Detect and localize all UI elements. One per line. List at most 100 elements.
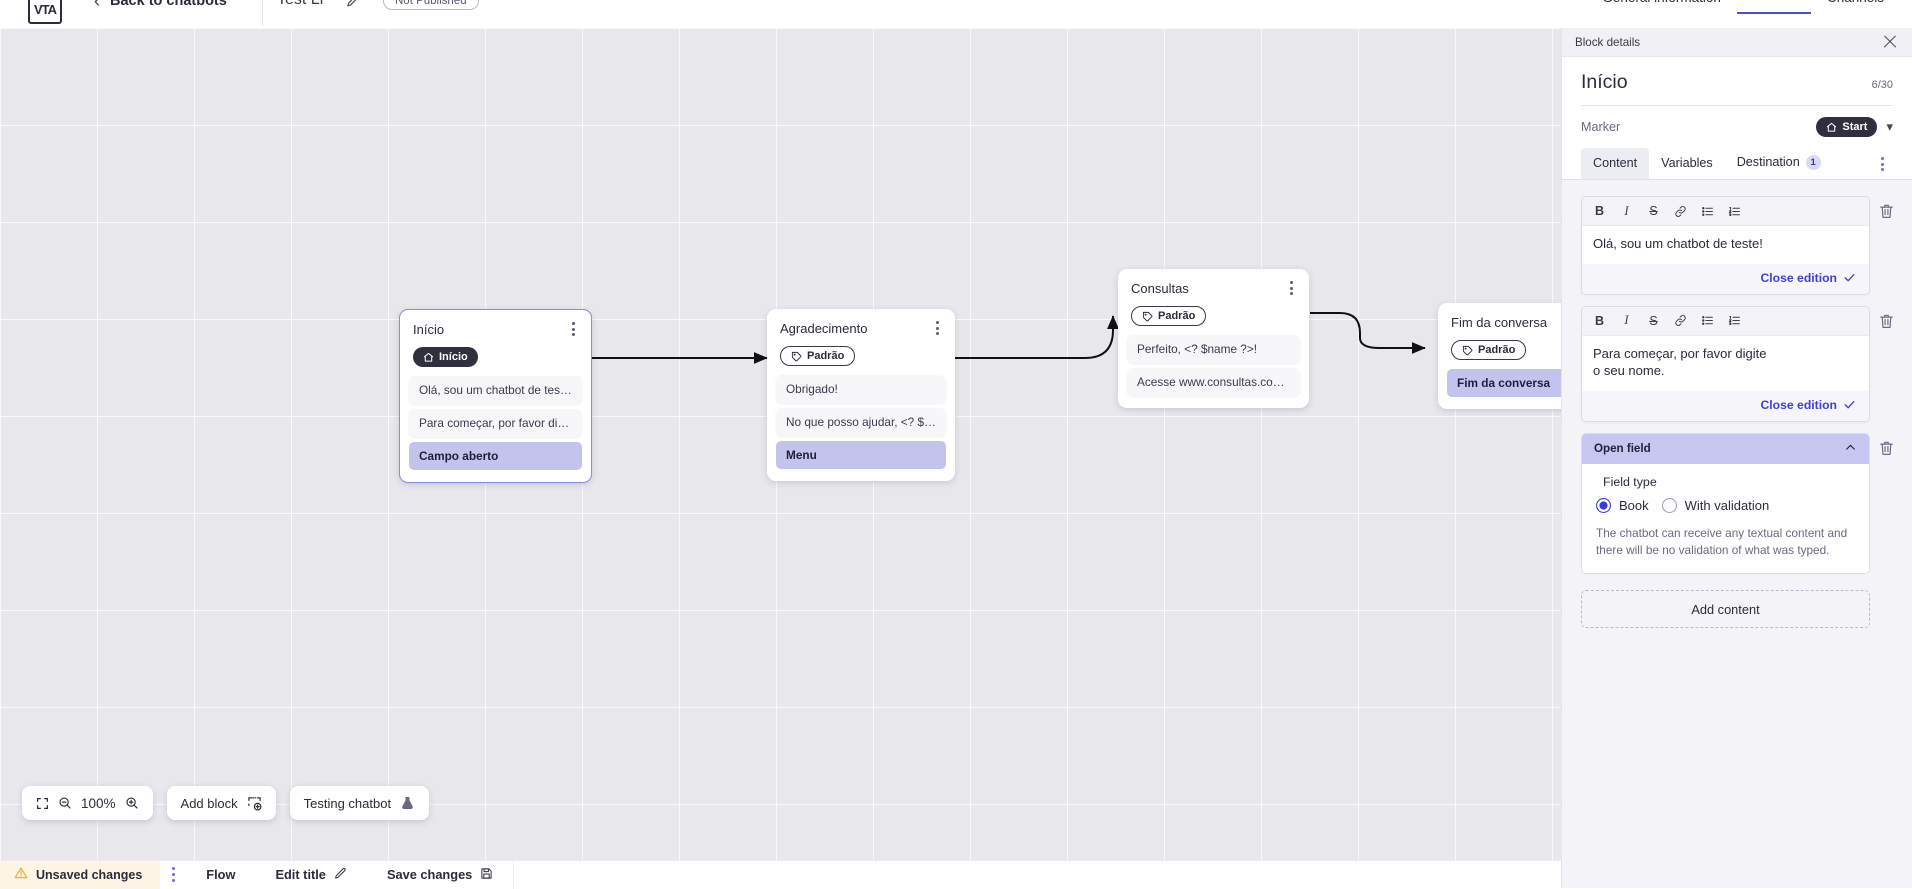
radio-indicator[interactable] [1662,498,1677,513]
bold-icon[interactable]: B [1586,310,1613,332]
save-changes-label: Save changes [387,867,472,882]
testing-chatbot-label: Testing chatbot [304,796,391,811]
block-tag-start: Início [413,347,478,367]
open-field-title: Open field [1594,442,1651,455]
rich-text-editor[interactable]: B I S Para começar, por favor digite o s… [1581,306,1870,422]
close-edition-button[interactable]: Close edition [1582,391,1869,421]
block-row[interactable]: Perfeito, <? $name ?>! [1127,335,1300,363]
add-block-button[interactable]: Add block [167,786,276,820]
flow-block-fim-da-conversa[interactable]: Fim da conversa Padrão Fim da conversa [1438,303,1561,409]
block-menu-kebab-icon[interactable] [565,320,581,338]
editor-text[interactable]: Olá, sou um chatbot de teste! [1582,226,1869,264]
numbered-list-icon[interactable] [1721,200,1748,222]
editor-toolbar: B I S [1582,197,1869,226]
block-row[interactable]: Olá, sou um chatbot de teste! [409,376,582,404]
chevron-up-icon[interactable] [1844,441,1857,457]
flow-block-consultas[interactable]: Consultas Padrão Perfeito, <? $name ?>! … [1118,269,1309,408]
marker-value: Start [1842,121,1867,133]
block-tag-default: Padrão [780,346,855,366]
rich-text-editor[interactable]: B I S Olá, sou um chatbot de teste! Clos… [1581,196,1870,295]
back-to-chatbots-link[interactable]: Back to chatbots [110,0,227,14]
tab-channels[interactable]: Channels [1811,0,1900,14]
destination-count-badge: 1 [1806,155,1821,170]
block-title: Consultas [1131,281,1189,296]
italic-icon[interactable]: I [1613,310,1640,332]
canvas-toolbar: 100% Add block Testing chatbot [22,786,429,820]
numbered-list-icon[interactable] [1721,310,1748,332]
edit-title-label: Edit title [275,867,325,882]
delete-content-icon[interactable] [1878,439,1896,459]
block-row[interactable]: Para começar, por favor digite o ... [409,409,582,437]
back-chevron-icon[interactable]: ‹ [88,0,106,14]
testing-chatbot-button[interactable]: Testing chatbot [290,786,429,820]
edit-title-button[interactable]: Edit title [255,867,366,883]
bullet-list-icon[interactable] [1694,310,1721,332]
edit-title-pencil-icon[interactable] [342,0,364,12]
radio-label: With validation [1685,498,1770,513]
add-content-button[interactable]: Add content [1581,590,1870,628]
open-field-header[interactable]: Open field [1582,434,1869,464]
block-row[interactable]: Obrigado! [776,375,946,403]
app-header: VTA ‹ Back to chatbots Test Li Not Publi… [0,0,1912,28]
link-icon[interactable] [1667,200,1694,222]
pencil-icon [334,867,347,883]
italic-icon[interactable]: I [1613,200,1640,222]
delete-content-icon[interactable] [1878,312,1896,332]
strikethrough-icon[interactable]: S [1640,310,1667,332]
open-field-card: Open field Field type Book Wi [1581,433,1870,574]
zoom-out-icon[interactable] [58,796,72,810]
radio-indicator-selected[interactable] [1596,498,1611,513]
status-bar-kebab-icon[interactable] [160,861,186,889]
panel-tabs-kebab-icon[interactable] [1871,149,1893,179]
strikethrough-icon[interactable]: S [1640,200,1667,222]
close-edition-label: Close edition [1760,398,1837,412]
tab-general-information[interactable]: General information [1586,0,1737,14]
radio-option-with-validation[interactable]: With validation [1662,498,1770,513]
tab-content[interactable]: Content [1581,148,1649,179]
block-menu-kebab-icon[interactable] [929,319,945,337]
app-logo[interactable]: VTA [28,0,62,24]
block-row[interactable]: Acesse www.consultas.com par... [1127,368,1300,396]
marker-control: Start ▾ [1816,117,1893,137]
home-icon [423,352,434,363]
block-header: Início [400,310,591,339]
close-edition-label: Close edition [1760,271,1837,285]
tab-variables[interactable]: Variables [1649,148,1725,179]
delete-content-icon[interactable] [1878,202,1896,222]
fit-screen-icon[interactable] [36,797,49,810]
block-menu-kebab-icon[interactable] [1283,279,1299,297]
save-changes-button[interactable]: Save changes [367,867,513,883]
block-row[interactable]: Menu [776,441,946,469]
block-row[interactable]: Campo aberto [409,442,582,470]
unsaved-changes-indicator: Unsaved changes [0,861,160,889]
flow-block-inicio[interactable]: Início Início Olá, sou um chatbot de tes… [399,309,592,483]
block-tag-label: Padrão [1478,344,1515,356]
flow-block-agradecimento[interactable]: Agradecimento Padrão Obrigado! No que po… [767,309,955,481]
close-edition-button[interactable]: Close edition [1582,264,1869,294]
block-row[interactable]: No que posso ajudar, <? $name ... [776,408,946,436]
zoom-level: 100% [81,796,116,811]
header-tabs: General information Builder Channels [1586,0,1900,14]
block-tag-label: Início [439,351,468,363]
flow-button[interactable]: Flow [186,867,255,882]
zoom-in-icon[interactable] [125,796,139,810]
radio-label: Book [1619,498,1649,513]
link-icon[interactable] [1667,310,1694,332]
tab-builder[interactable]: Builder [1737,0,1811,14]
chevron-down-icon[interactable]: ▾ [1886,119,1893,135]
tag-icon [1142,311,1153,322]
add-block-label: Add block [181,796,238,811]
marker-badge[interactable]: Start [1816,117,1877,137]
bold-icon[interactable]: B [1586,200,1613,222]
block-row[interactable]: Fim da conversa [1447,369,1561,397]
tag-icon [1462,345,1473,356]
radio-option-book[interactable]: Book [1596,498,1649,513]
block-name-row: Início 6/30 [1581,71,1893,94]
block-details-panel: Block details Início 6/30 Marker Start ▾… [1561,28,1912,888]
flow-canvas[interactable]: Início Início Olá, sou um chatbot de tes… [0,28,1561,860]
panel-content: B I S Olá, sou um chatbot de teste! Clos… [1562,180,1912,888]
close-icon[interactable] [1881,33,1899,51]
bullet-list-icon[interactable] [1694,200,1721,222]
editor-text[interactable]: Para começar, por favor digite o seu nom… [1582,336,1787,391]
